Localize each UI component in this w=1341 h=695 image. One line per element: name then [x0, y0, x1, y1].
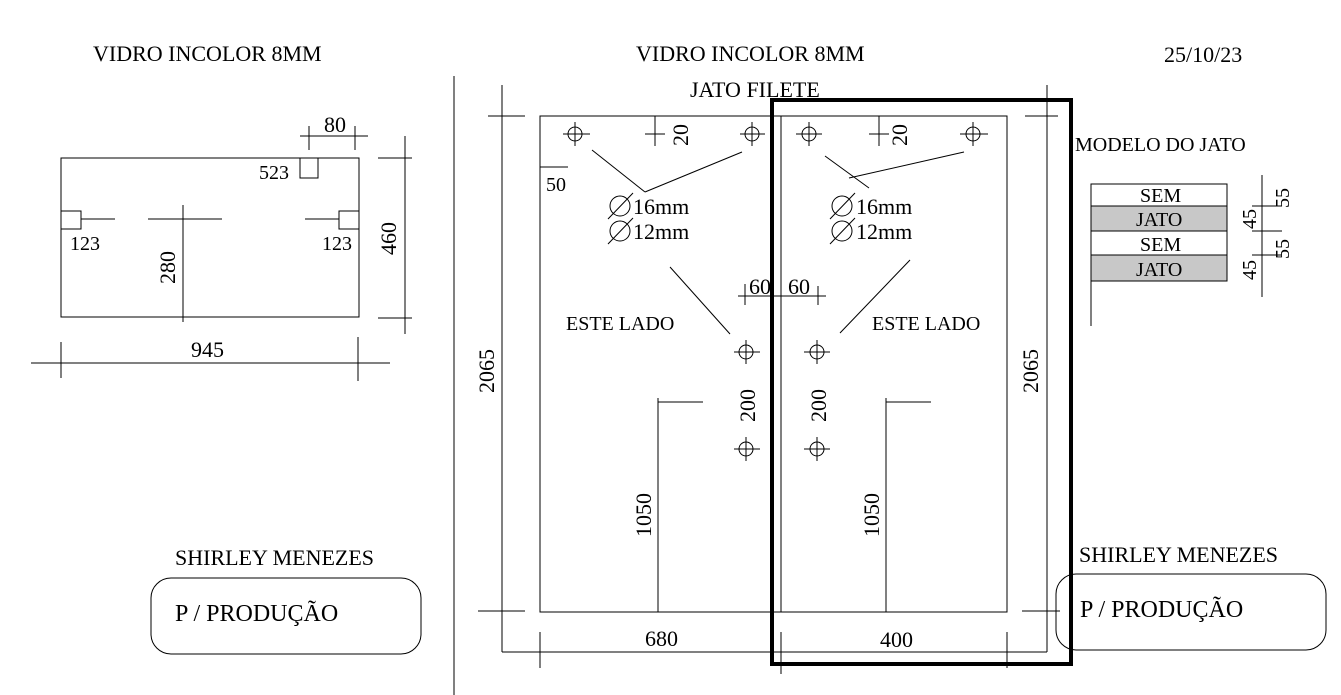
- hole-12mm-right: 12mm: [856, 219, 912, 244]
- left-glass-title: VIDRO INCOLOR 8MM: [93, 41, 322, 66]
- jato-row-jato-1: [1090, 205, 1228, 232]
- hole-top-3: [796, 122, 822, 146]
- jato-dim-45-a: 45: [1239, 209, 1261, 229]
- jato-dim-45-b: 45: [1239, 260, 1261, 280]
- hole-top-4: [960, 122, 988, 146]
- dim-2065-right: 2065: [1018, 349, 1043, 393]
- dim-80: 80: [324, 112, 346, 137]
- right-glass-title: VIDRO INCOLOR 8MM: [636, 41, 865, 66]
- dim-280: 280: [155, 251, 180, 284]
- left-piece: 80 523 123 123 280 460 945: [31, 112, 412, 381]
- dim-123-left: 123: [70, 233, 100, 255]
- diameter-icon: [607, 192, 856, 245]
- top-notch: [299, 157, 319, 179]
- jato-row-label-3: SEM: [1140, 234, 1181, 256]
- dim-50: 50: [546, 174, 566, 196]
- left-stamp-text: P / PRODUÇÃO: [175, 601, 338, 627]
- jato-model-title: MODELO DO JATO: [1075, 134, 1246, 156]
- dim-2065-left: 2065: [474, 349, 499, 393]
- hole-12mm-left: 12mm: [633, 219, 689, 244]
- hole-low-right: [804, 437, 830, 461]
- dim-20-right: 20: [887, 124, 912, 146]
- left-client-name: SHIRLEY MENEZES: [175, 545, 374, 570]
- jato-row-label-1: SEM: [1140, 185, 1181, 207]
- este-lado-left: ESTE LADO: [566, 313, 674, 335]
- hole-mid-left: [734, 340, 760, 364]
- highlight-frame: [770, 98, 1073, 666]
- hole-mid-right: [804, 340, 830, 364]
- right-stamp-box: [1055, 573, 1327, 651]
- date-label: 25/10/23: [1164, 42, 1242, 67]
- right-stamp-text: P / PRODUÇÃO: [1080, 597, 1243, 623]
- dim-460: 460: [376, 222, 401, 255]
- jato-filete-label: JATO FILETE: [690, 77, 820, 102]
- left-notch: [60, 210, 82, 230]
- dim-1050-left: 1050: [631, 493, 656, 537]
- jato-row-jato-2: [1090, 254, 1228, 282]
- right-notch: [338, 210, 360, 230]
- jato-row-label-4: JATO: [1136, 259, 1182, 281]
- left-stamp-box: [150, 577, 422, 655]
- right-piece: 20 20 50 16mm 12mm 16mm 12mm 60 60 ESTE …: [474, 85, 1073, 674]
- dim-60-right: 60: [788, 274, 810, 299]
- hole-16mm-left: 16mm: [633, 194, 689, 219]
- dim-123-right: 123: [322, 233, 352, 255]
- jato-row-sem-2: [1090, 230, 1228, 256]
- dim-1050-right: 1050: [859, 493, 884, 537]
- dim-945: 945: [191, 337, 224, 362]
- hole-top-2: [740, 122, 765, 146]
- dim-20-left: 20: [668, 124, 693, 146]
- hole-top-1: [563, 122, 590, 146]
- este-lado-right: ESTE LADO: [872, 313, 980, 335]
- dim-680: 680: [645, 626, 678, 651]
- jato-dim-55-a: 55: [1272, 188, 1294, 208]
- jato-model: MODELO DO JATO SEM JATO SEM JATO 55 45 5…: [1075, 134, 1294, 326]
- dim-400: 400: [880, 627, 913, 652]
- right-client-name: SHIRLEY MENEZES: [1079, 542, 1278, 567]
- hole-16mm-right: 16mm: [856, 194, 912, 219]
- jato-row-label-2: JATO: [1136, 209, 1182, 231]
- jato-dim-55-b: 55: [1272, 239, 1294, 259]
- dim-523: 523: [259, 162, 289, 184]
- dim-200-right: 200: [806, 389, 831, 422]
- left-glass-outline: [60, 157, 360, 318]
- dim-60-left: 60: [749, 274, 771, 299]
- dim-200-left: 200: [735, 389, 760, 422]
- hole-low-left: [734, 437, 760, 461]
